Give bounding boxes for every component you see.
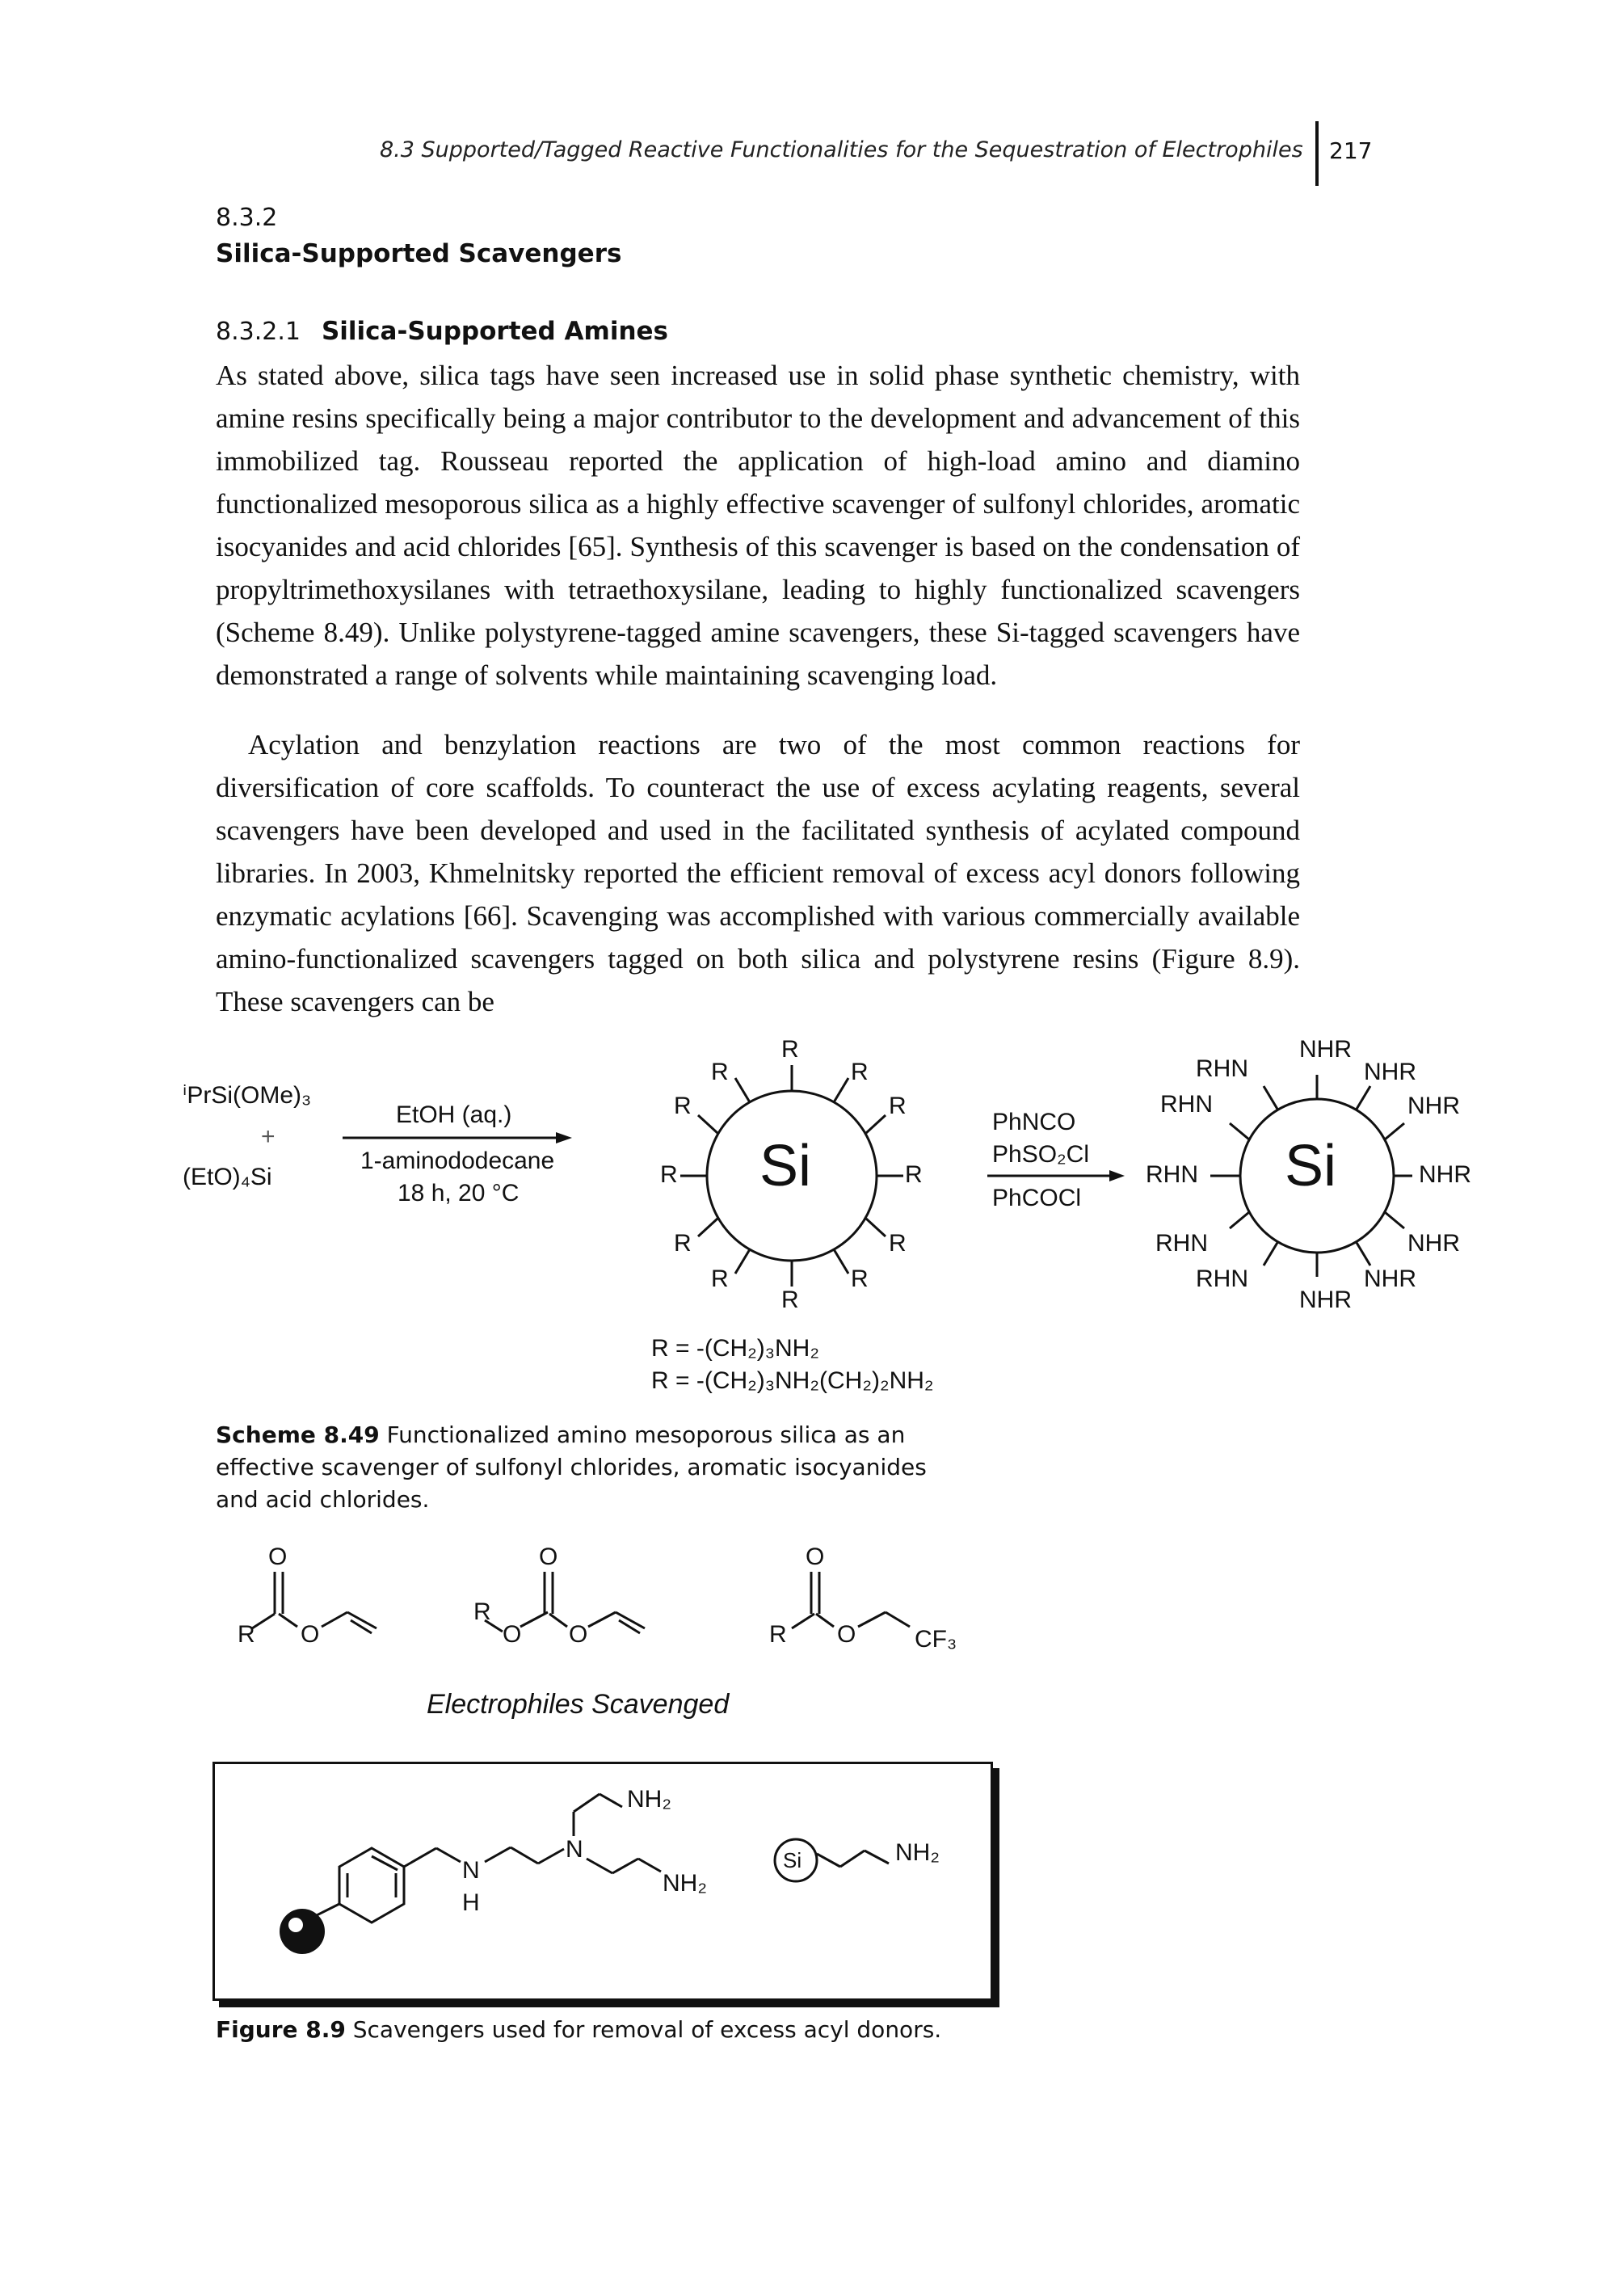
nhr-upper-right: NHR	[1407, 1093, 1460, 1119]
rhn-lower-left: RHN	[1155, 1230, 1208, 1257]
nh2-label-3: NH₂	[895, 1839, 940, 1866]
tertiary-n-label: N	[566, 1836, 583, 1863]
r-atom-1: R	[238, 1621, 255, 1648]
nhr-top-right: NHR	[1364, 1059, 1416, 1085]
subsection-title: Silica-Supported Amines	[321, 317, 668, 346]
plus-sign: +	[261, 1123, 276, 1150]
r-group-lower-left: R	[674, 1230, 692, 1257]
nh-h-label: H	[462, 1889, 480, 1916]
figure-caption-text: Scavengers used for removal of excess ac…	[352, 2016, 942, 2043]
scavenger-structures	[280, 1792, 890, 1954]
nhr-top: NHR	[1299, 1036, 1352, 1063]
scheme-caption: Scheme 8.49 Functionalized amino mesopor…	[216, 1419, 943, 1516]
r-atom-2: R	[473, 1598, 491, 1625]
si-bead-label: Si	[783, 1848, 802, 1872]
conditions-below-2: 18 h, 20 °C	[398, 1180, 520, 1207]
silica-r-functionalized	[680, 1065, 903, 1287]
silica-core-label: Si	[759, 1134, 812, 1198]
carbonyl-o-1: O	[268, 1543, 288, 1570]
nh2-label-2: NH₂	[663, 1870, 707, 1897]
electrophile-phcocl: PhCOCl	[992, 1185, 1082, 1211]
r-group-lower-right: R	[889, 1230, 907, 1257]
paragraph-2: Acylation and benzylation reactions are …	[216, 729, 1300, 1017]
r-group-upper-right: R	[889, 1093, 907, 1119]
section-title: Silica-Supported Scavengers	[216, 239, 622, 268]
rhn-left: RHN	[1146, 1161, 1198, 1188]
reactant-1: ⁱPrSi(OMe)₃	[183, 1082, 312, 1109]
r-group-bottom-right: R	[851, 1266, 869, 1292]
silica-product	[1210, 1075, 1412, 1277]
r-group-left: R	[660, 1161, 678, 1188]
product-core-label: Si	[1285, 1134, 1337, 1198]
running-header: 8.3 Supported/Tagged Reactive Functional…	[380, 137, 1303, 162]
cf3-group: CF₃	[915, 1626, 957, 1653]
rhn-bottom-left: RHN	[1196, 1266, 1248, 1292]
rhn-top-left: RHN	[1196, 1055, 1248, 1082]
reaction-arrow-2	[987, 1170, 1125, 1181]
carbonyl-o-3: O	[806, 1543, 825, 1570]
electrophile-phso2cl: PhSO₂Cl	[992, 1141, 1090, 1168]
ester-o-1: O	[301, 1621, 320, 1648]
figure-caption: Figure 8.9 Scavengers used for removal o…	[216, 2014, 1024, 2046]
nh2-label-1: NH₂	[627, 1786, 671, 1813]
header-rule	[1315, 121, 1319, 186]
conditions-above: EtOH (aq.)	[396, 1101, 512, 1128]
nh-n-label: N	[462, 1857, 480, 1884]
carbonyl-o-2: O	[539, 1543, 558, 1570]
scheme-caption-text: Functionalized amino mesoporous silica a…	[216, 1421, 927, 1513]
r-group-top: R	[781, 1036, 799, 1063]
reaction-arrow-1	[343, 1132, 572, 1143]
r-definition-1: R = -(CH₂)₃NH₂	[651, 1335, 819, 1362]
electrophile-structures	[251, 1572, 911, 1635]
resin-bead-icon	[280, 1909, 325, 1954]
r-group-upper-left: R	[674, 1093, 692, 1119]
reactant-2: (EtO)₄Si	[183, 1164, 272, 1190]
scheme-caption-label: Scheme 8.49	[216, 1421, 380, 1448]
paragraph-1: As stated above, silica tags have seen i…	[216, 360, 1300, 691]
nhr-bottom-right: NHR	[1364, 1266, 1416, 1292]
figure-8-9-box	[212, 1762, 993, 2001]
electrophiles-title: Electrophiles Scavenged	[427, 1689, 730, 1720]
subsection-number: 8.3.2.1	[216, 318, 301, 346]
r-group-top-left: R	[711, 1059, 729, 1085]
ester-o-3: O	[837, 1621, 856, 1648]
figure-caption-label: Figure 8.9	[216, 2016, 346, 2043]
electrophile-phnco: PhNCO	[992, 1109, 1076, 1135]
r-definition-2: R = -(CH₂)₃NH₂(CH₂)₂NH₂	[651, 1367, 934, 1394]
nhr-lower-right: NHR	[1407, 1230, 1460, 1257]
subsection-heading: 8.3.2.1 Silica-Supported Amines	[216, 317, 668, 346]
conditions-below-1: 1-aminododecane	[360, 1148, 555, 1174]
r-group-bottom: R	[781, 1287, 799, 1313]
page-number: 217	[1329, 137, 1373, 164]
r-group-top-right: R	[851, 1059, 869, 1085]
ester-o-2a: O	[503, 1621, 522, 1648]
r-group-bottom-left: R	[711, 1266, 729, 1292]
r-group-right: R	[905, 1161, 923, 1188]
section-number: 8.3.2	[216, 204, 278, 232]
rhn-upper-left: RHN	[1160, 1091, 1213, 1118]
r-atom-3: R	[769, 1621, 787, 1648]
nhr-right: NHR	[1419, 1161, 1471, 1188]
nhr-bottom: NHR	[1299, 1287, 1352, 1313]
ester-o-2b: O	[569, 1621, 588, 1648]
